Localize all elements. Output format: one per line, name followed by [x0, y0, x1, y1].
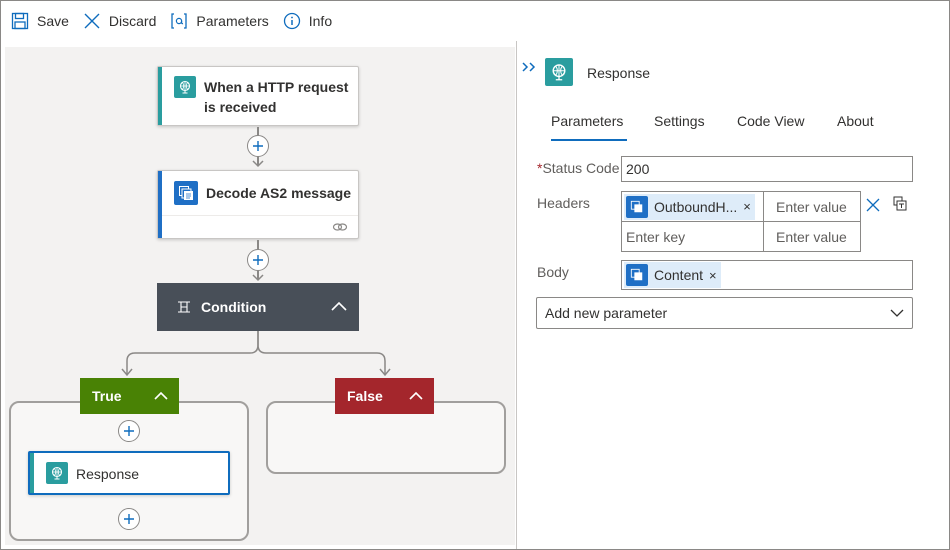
- response-card[interactable]: Response: [28, 451, 230, 495]
- discard-button[interactable]: Discard: [83, 5, 156, 37]
- save-button[interactable]: Save: [11, 5, 69, 37]
- plus-icon: [124, 514, 134, 524]
- save-label: Save: [37, 13, 69, 29]
- header-value-input[interactable]: Enter value: [763, 191, 861, 222]
- tab-parameters[interactable]: Parameters: [551, 113, 624, 129]
- false-label: False: [347, 388, 383, 404]
- trigger-title-line1: When a HTTP request: [204, 79, 349, 95]
- remove-token-button[interactable]: ×: [709, 267, 717, 283]
- switch-text-mode-icon[interactable]: [893, 196, 907, 212]
- parameters-button[interactable]: Parameters: [170, 5, 269, 37]
- response-title: Response: [76, 466, 140, 482]
- as2-token-icon: [626, 195, 648, 218]
- remove-token-button[interactable]: ×: [743, 199, 751, 214]
- decode-stripe: [158, 171, 162, 238]
- parameters-label: Parameters: [196, 13, 269, 29]
- chevron-up-icon[interactable]: [153, 388, 169, 404]
- as2-token-icon: [626, 264, 648, 286]
- discard-label: Discard: [108, 13, 157, 29]
- add-step-button[interactable]: [118, 508, 140, 530]
- trigger-title-line2: is received: [204, 99, 277, 115]
- card-divider: [162, 215, 358, 216]
- true-label: True: [92, 388, 122, 404]
- panel-title: Response: [587, 65, 651, 81]
- http-request-icon: [174, 76, 196, 98]
- close-icon: [84, 13, 100, 29]
- header-value-placeholder: Enter value: [776, 198, 847, 215]
- false-branch-header[interactable]: False: [335, 378, 434, 414]
- chevron-down-icon: [890, 309, 904, 317]
- header-value-placeholder-2: Enter value: [776, 228, 847, 245]
- true-branch-header[interactable]: True: [80, 378, 179, 414]
- panel-divider: [516, 41, 517, 549]
- status-code-label: *Status Code: [537, 160, 620, 176]
- tab-code-view[interactable]: Code View: [737, 113, 805, 129]
- save-icon: [11, 12, 29, 30]
- arrow-down-icon: [252, 274, 264, 282]
- status-code-input[interactable]: 200: [621, 156, 913, 182]
- body-token-text: Content: [654, 267, 704, 283]
- condition-card[interactable]: Condition: [157, 283, 359, 331]
- body-label: Body: [537, 264, 569, 280]
- tab-settings[interactable]: Settings: [654, 113, 705, 129]
- plus-icon: [124, 426, 134, 436]
- trigger-card-http-request[interactable]: When a HTTP request is received: [157, 66, 359, 126]
- as2-icon: [174, 181, 198, 205]
- chevron-up-icon[interactable]: [408, 388, 424, 404]
- plus-icon: [253, 141, 263, 151]
- header-key-placeholder: Enter key: [626, 228, 686, 245]
- parameters-icon: [171, 13, 188, 29]
- designer-canvas[interactable]: When a HTTP request is received Decode A…: [5, 47, 515, 545]
- response-stripe: [30, 453, 34, 493]
- add-new-parameter-dropdown[interactable]: Add new parameter: [536, 297, 913, 329]
- chevron-up-icon[interactable]: [331, 300, 347, 314]
- designer-toolbar: Save Discard Parameters Info: [1, 1, 949, 41]
- info-icon: [283, 12, 300, 30]
- decode-as2-card[interactable]: Decode AS2 message: [157, 170, 359, 239]
- info-button[interactable]: Info: [283, 5, 332, 37]
- double-chevron-right-icon[interactable]: [521, 61, 537, 73]
- plus-icon: [253, 255, 263, 265]
- action-details-panel: Response Parameters Settings Code View A…: [517, 41, 949, 549]
- body-token[interactable]: Content ×: [624, 262, 721, 288]
- add-parameter-label: Add new parameter: [545, 305, 668, 321]
- response-icon: [46, 462, 68, 484]
- add-step-button[interactable]: [118, 420, 140, 442]
- body-input[interactable]: Content ×: [621, 260, 913, 290]
- header-token[interactable]: OutboundH... ×: [624, 193, 755, 220]
- add-step-button[interactable]: [247, 249, 269, 271]
- add-step-button[interactable]: [247, 135, 269, 157]
- trigger-stripe: [158, 67, 162, 125]
- branch-connectors: [121, 331, 391, 377]
- arrow-down-icon: [252, 160, 264, 168]
- tab-about[interactable]: About: [837, 113, 874, 129]
- selected-tab-indicator: [551, 139, 627, 141]
- header-value-input-2[interactable]: Enter value: [763, 221, 861, 252]
- response-icon: [545, 58, 573, 86]
- status-code-value: 200: [626, 161, 650, 177]
- header-key-input[interactable]: OutboundH... ×: [621, 191, 764, 222]
- close-icon[interactable]: [866, 198, 880, 212]
- link-icon[interactable]: [332, 221, 348, 233]
- info-label: Info: [308, 13, 333, 29]
- header-token-text: OutboundH...: [654, 198, 738, 215]
- condition-icon: [178, 301, 190, 313]
- decode-title: Decode AS2 message: [206, 185, 351, 201]
- condition-title: Condition: [201, 299, 267, 315]
- headers-label: Headers: [537, 195, 590, 211]
- header-key-input-2[interactable]: Enter key: [621, 221, 764, 252]
